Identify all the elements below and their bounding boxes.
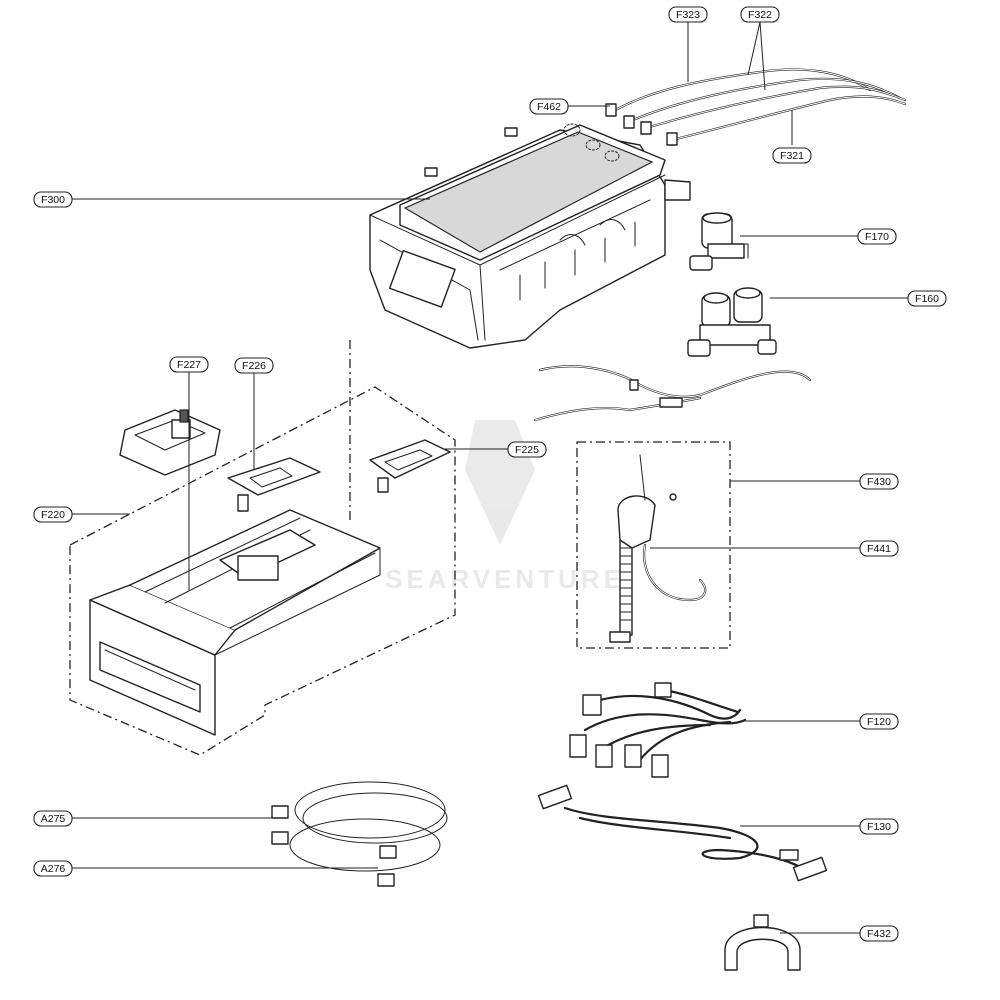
callout-F226-text: F226 [242,360,266,372]
drain-hose[interactable] [609,454,707,643]
callout-A276: A276 [33,860,73,877]
callout-F170-text: F170 [865,231,889,243]
hose-clip[interactable] [724,914,801,971]
callout-F120-text: F120 [867,716,891,728]
callout-A276-text: A276 [41,863,66,875]
callout-F430: F430 [859,473,899,490]
drawer-assembly-outline [69,386,456,756]
sensor-wire-harness[interactable] [537,784,828,882]
callout-F323: F323 [668,6,708,23]
inlet-valve-single[interactable] [689,212,749,271]
callout-F432: F432 [859,925,899,942]
callout-F430-text: F430 [867,476,891,488]
callout-F322-text: F322 [748,9,772,21]
callout-F170: F170 [857,228,897,245]
callout-A275-text: A275 [41,813,66,825]
callout-F130-text: F130 [867,821,891,833]
callout-F322: F322 [740,6,780,23]
callout-F462-text: F462 [537,101,561,113]
valve-wire-harness[interactable] [533,365,812,422]
callout-F226: F226 [234,357,274,374]
callout-F220-text: F220 [41,509,65,521]
callout-F120: F120 [859,713,899,730]
callout-F321-text: F321 [780,150,804,162]
callout-F462: F462 [529,98,569,115]
svg-text:SEARVENTURE: SEARVENTURE [385,564,625,594]
callout-F225: F225 [507,441,547,458]
dispenser-drawer[interactable] [89,509,381,736]
callout-F225-text: F225 [515,444,539,456]
callout-F227: F227 [169,356,209,373]
callout-F160: F160 [907,290,947,307]
callout-F441: F441 [859,540,899,557]
callout-F441-text: F441 [867,543,891,555]
callout-F300-text: F300 [41,194,65,206]
inlet-hoses[interactable] [605,68,907,146]
callout-F160-text: F160 [915,293,939,305]
inlet-valve-double[interactable] [687,287,777,357]
leader-lines [72,21,908,934]
callout-F300: F300 [33,191,73,208]
detergent-cap[interactable] [227,457,321,512]
callout-A275: A275 [33,810,73,827]
callout-F323-text: F323 [676,9,700,21]
power-cables[interactable] [271,781,448,887]
callout-F130: F130 [859,818,899,835]
callout-F227-text: F227 [177,359,201,371]
callout-F321: F321 [772,147,812,164]
dispenser-housing[interactable] [369,123,691,349]
callout-F220: F220 [33,506,73,523]
drain-hose-outline [576,441,731,649]
callout-F432-text: F432 [867,928,891,940]
bleach-cap[interactable] [369,439,451,493]
main-wire-harness[interactable] [569,682,747,778]
softener-cap[interactable] [119,409,221,476]
